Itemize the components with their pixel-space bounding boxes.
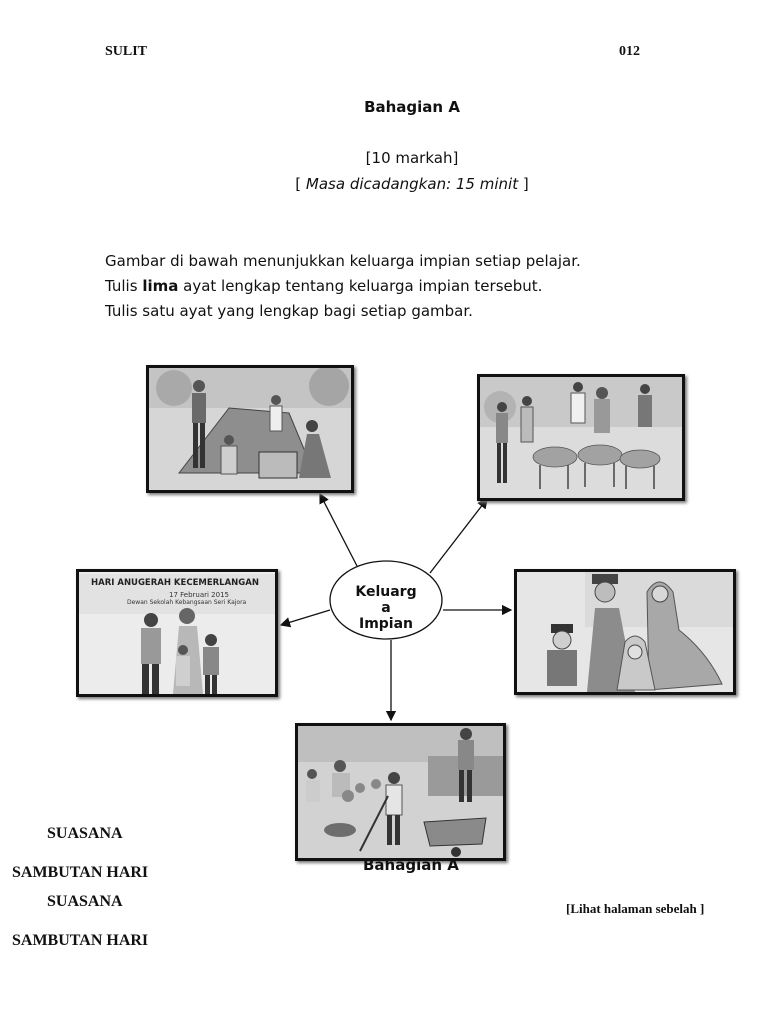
instruction-line-1: Gambar di bawah menunjukkan keluarga imp…	[105, 252, 581, 270]
award-venue-text: Dewan Sekolah Kebangsaan Seri Kajora	[127, 599, 247, 606]
header-sulit: SULIT	[105, 44, 148, 59]
overlap-section-title: Bahagian A	[363, 856, 459, 874]
label-suasana-1: SUASANA	[47, 825, 123, 842]
header-page-code: 012	[619, 44, 640, 59]
label-sambutan-hari-1: SAMBUTAN HARI	[12, 864, 149, 881]
marks-text: [10 markah]	[365, 149, 459, 167]
label-sambutan-hari-2: SAMBUTAN HARI	[12, 932, 149, 949]
arrow-to-award	[279, 609, 331, 628]
instruction-line-2: Tulis lima ayat lengkap tentang keluarga…	[105, 277, 543, 295]
label-suasana-2: SUASANA	[47, 893, 123, 910]
picture-zoo	[477, 374, 685, 501]
next-page-note: [Lihat halaman sebelah ]	[566, 901, 705, 916]
center-node-label: Keluarg a Impian	[355, 584, 417, 632]
arrow-to-camping	[319, 492, 358, 567]
arrow-to-zoo	[429, 497, 488, 574]
picture-family-together	[514, 569, 736, 695]
award-date-text: 17 Februari 2015	[169, 591, 229, 599]
instruction-line-3: Tulis satu ayat yang lengkap bagi setiap…	[105, 302, 473, 320]
picture-camping	[146, 365, 354, 493]
award-banner-text: HARI ANUGERAH KECEMERLANGAN	[91, 578, 259, 588]
section-title: Bahagian A	[364, 98, 460, 116]
picture-gardening	[295, 723, 506, 861]
time-text: [ Masa dicadangkan: 15 minit ]	[295, 175, 529, 193]
picture-award-day: HARI ANUGERAH KECEMERLANGAN 17 Februari …	[76, 569, 278, 697]
center-node-ellipse	[329, 560, 443, 640]
